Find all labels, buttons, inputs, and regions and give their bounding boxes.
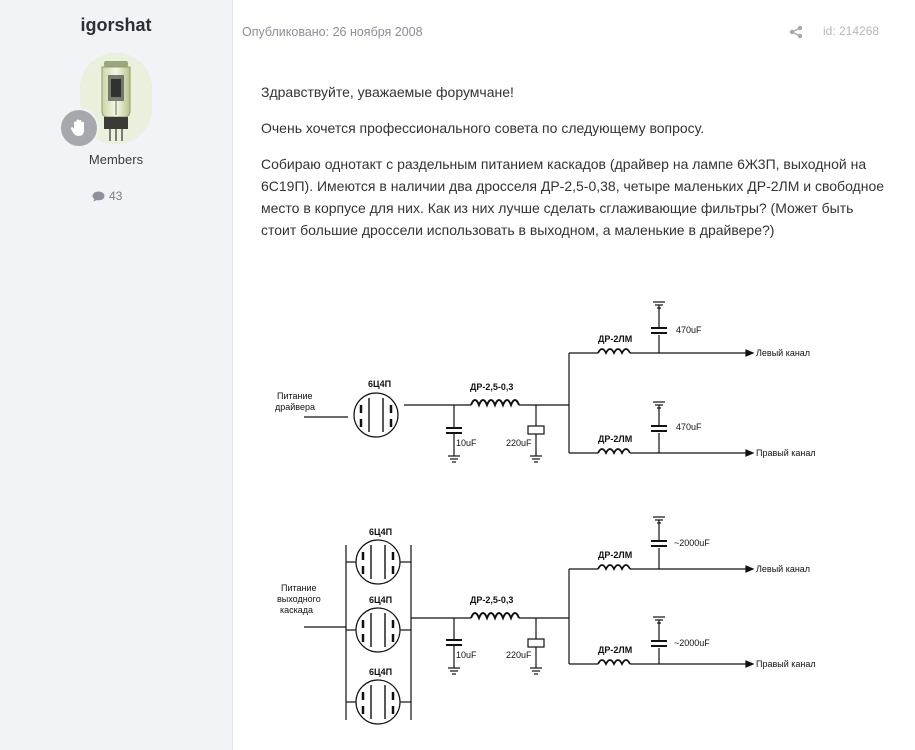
avatar[interactable] [80,53,152,144]
author-panel: igorshat [0,0,233,750]
label-output-supply: выходного [277,594,321,604]
label-choke: ДР-2,5-0,3 [470,382,513,392]
post-paragraph: Собираю однотакт с раздельным питанием к… [261,156,885,238]
post-body: Здравствуйте, уважаемые форумчане! Очень… [261,81,886,255]
label-cap: 470uF [676,422,702,432]
hand-icon [70,119,84,136]
label-cap: 10uF [456,438,477,448]
label-choke: ДР-2ЛМ [598,334,632,344]
label-output-supply: каскада [280,605,313,615]
label-tube: 6Ц4П [369,667,392,677]
author-username[interactable]: igorshat [80,15,152,35]
post-count-value: 43 [109,189,123,203]
label-cap: 220uF [506,650,532,660]
label-driver-supply: Питание [277,391,313,401]
label-driver-supply: драйвера [275,402,315,412]
label-cap: 220uF [506,438,532,448]
vacuum-tube-avatar-image [80,53,152,144]
label-choke: ДР-2ЛМ [598,550,632,560]
label-output: Левый канал [756,348,810,358]
post-paragraph: Очень хочется профессионального совета п… [261,120,705,136]
share-icon[interactable] [788,25,804,39]
label-tube: 6Ц4П [369,595,392,605]
post-paragraph: Здравствуйте, уважаемые форумчане! [261,84,514,100]
label-output: Левый канал [756,564,810,574]
label-output: Правый канал [756,448,816,458]
member-group: Members [88,152,144,167]
output-stage-supply-circuit [304,516,755,726]
circuit-diagram: Питание драйвера 6Ц4П ДР-2,5-0,3 10uF 22… [275,301,816,726]
label-output-supply: Питание [281,583,317,593]
label-output: Правый канал [756,659,816,669]
post-count[interactable]: 43 [92,189,122,203]
driver-supply-circuit [304,301,755,463]
label-tube: 6Ц4П [368,379,391,389]
comment-icon [92,191,105,202]
label-choke: ДР-2,5-0,3 [470,595,513,605]
rank-badge [59,108,99,148]
label-cap: ~2000uF [674,638,710,648]
post-date[interactable]: Опубликовано: 26 ноября 2008 [242,25,423,39]
post-id[interactable]: id: 214268 [823,24,880,38]
label-choke: ДР-2ЛМ [598,434,632,444]
label-cap: 10uF [456,650,477,660]
label-tube: 6Ц4П [369,527,392,537]
label-cap: 470uF [676,325,702,335]
label-choke: ДР-2ЛМ [598,645,632,655]
label-cap: ~2000uF [674,538,710,548]
